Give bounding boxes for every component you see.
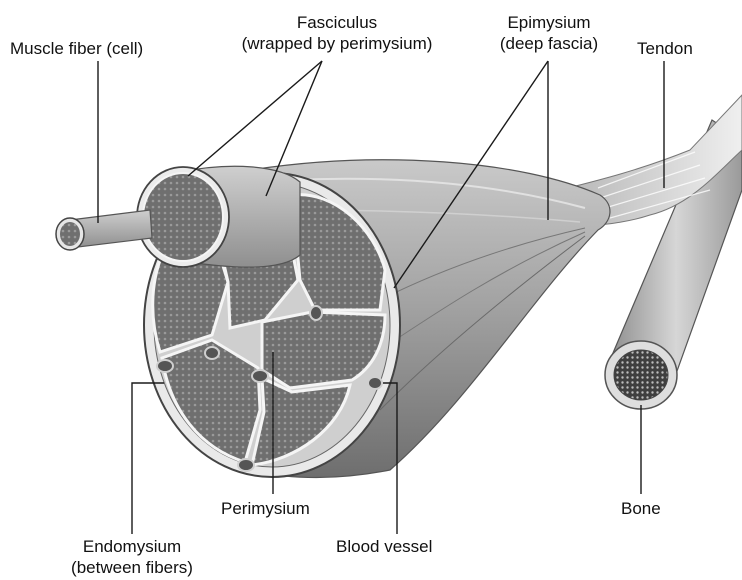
label-muscle-fiber: Muscle fiber (cell) — [10, 38, 143, 59]
label-epimysium-line1: Epimysium — [484, 12, 614, 33]
label-perimysium: Perimysium — [221, 498, 310, 519]
label-bone: Bone — [621, 498, 661, 519]
label-endomysium-line2: (between fibers) — [62, 557, 202, 578]
label-fasciculus: Fasciculus (wrapped by perimysium) — [212, 12, 462, 54]
label-epimysium-line2: (deep fascia) — [484, 33, 614, 54]
muscle-fiber — [56, 210, 152, 250]
label-epimysium: Epimysium (deep fascia) — [484, 12, 614, 54]
fasciculus — [137, 166, 300, 267]
leader-endomysium — [132, 383, 164, 534]
leader-fasciculus-a — [188, 61, 322, 176]
label-fasciculus-line1: Fasciculus — [212, 12, 462, 33]
label-tendon: Tendon — [637, 38, 693, 59]
label-fasciculus-line2: (wrapped by perimysium) — [212, 33, 462, 54]
label-blood-vessel: Blood vessel — [336, 536, 432, 557]
label-endomysium-line1: Endomysium — [62, 536, 202, 557]
label-endomysium: Endomysium (between fibers) — [62, 536, 202, 578]
